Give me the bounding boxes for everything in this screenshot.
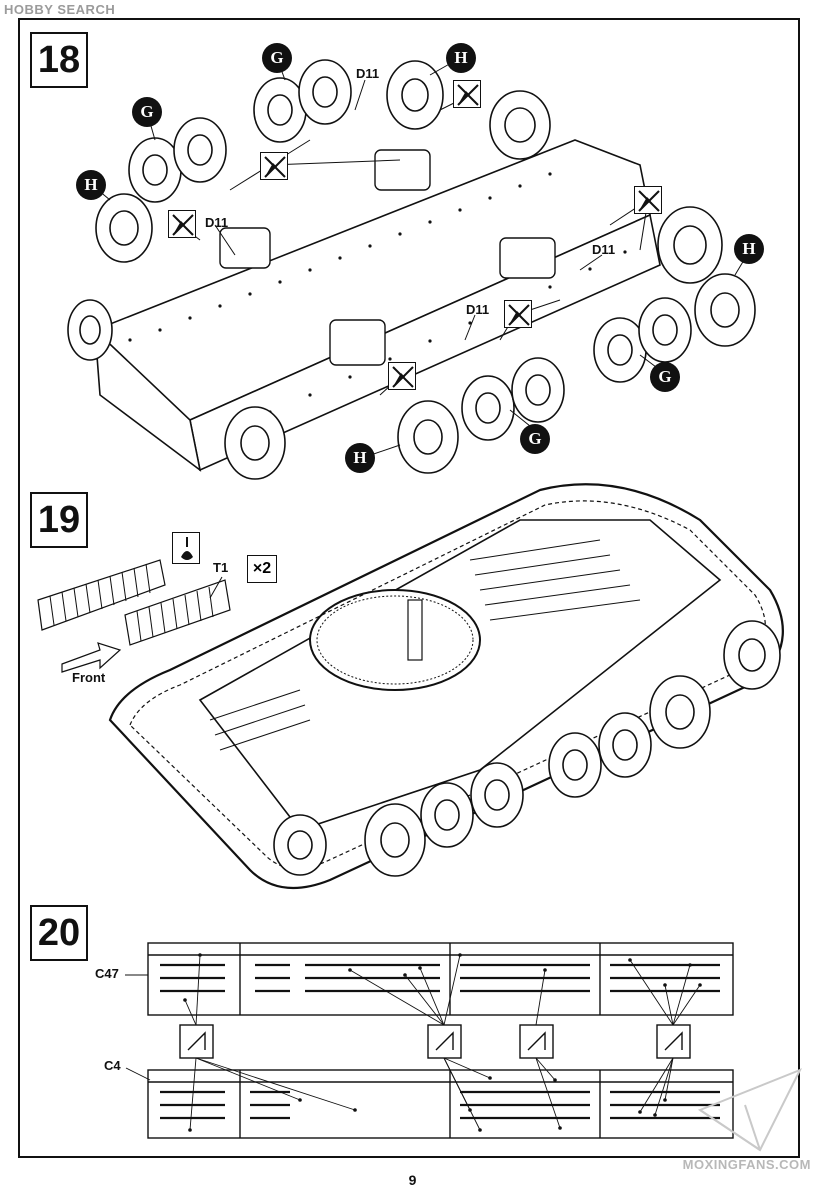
glue-icon [172,532,200,564]
step-number-20: 20 [30,905,88,961]
no-glue-icon [388,362,416,390]
no-glue-icon [453,80,481,108]
step-20-fender-panels-illustration [125,942,803,1152]
part-label-d11-top: D11 [356,66,380,81]
quantity-badge: ×2 [247,555,277,583]
page-number: 9 [408,1172,417,1188]
part-label-d11-right: D11 [592,242,616,257]
callout-h-left: H [76,170,106,200]
part-label-c4: C4 [104,1058,121,1073]
part-label-d11-left: D11 [205,215,229,230]
watermark-hobby-search: HOBBY SEARCH [4,2,116,17]
callout-h-right: H [734,234,764,264]
no-glue-icon [504,300,532,328]
direction-label-front: Front [72,670,106,685]
callout-g-right: G [650,362,680,392]
watermark-moxingfans: MOXINGFANS.COM [682,1157,811,1172]
part-label-d11-bottom: D11 [466,302,490,317]
no-glue-icon [634,186,662,214]
instruction-page-frame [18,18,800,1158]
part-label-c47: C47 [95,966,119,981]
part-label-t1: T1 [213,560,229,575]
callout-g-left: G [132,97,162,127]
step-number-19: 19 [30,492,88,548]
step-number-18: 18 [30,32,88,88]
arrow-left-icon [61,642,122,673]
callout-g-bottom: G [520,424,550,454]
callout-h-bottom: H [345,443,375,473]
no-glue-icon [168,210,196,238]
no-glue-icon [260,152,288,180]
callout-g-top: G [262,43,292,73]
step-19-tracked-chassis-illustration [37,483,784,890]
callout-h-top: H [446,43,476,73]
